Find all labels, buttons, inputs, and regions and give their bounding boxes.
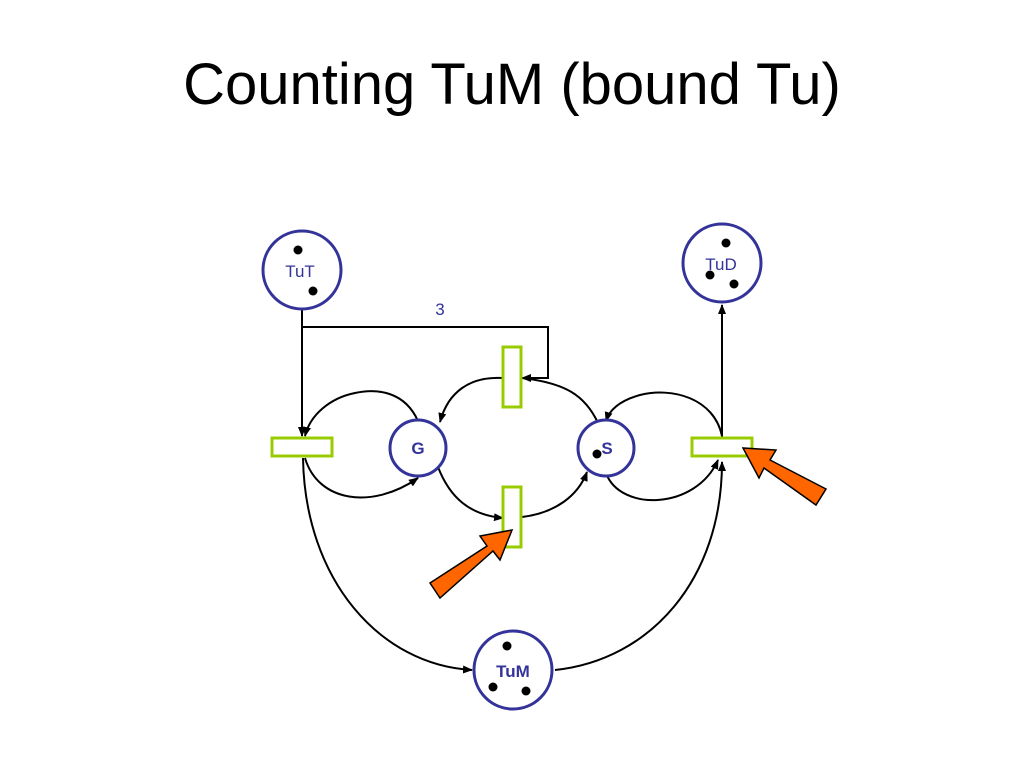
token [729, 279, 739, 289]
arc-tut-to-top-transition [302, 326, 549, 382]
place-s-label: S [601, 439, 612, 458]
token [521, 686, 531, 696]
place-tum-label: TuM [496, 662, 530, 681]
transitions [270, 345, 754, 549]
arc-left-transition-to-tum [302, 457, 473, 674]
place-tut-circle [261, 229, 343, 311]
arc-right-transition-to-s [604, 391, 723, 437]
place-tud-label: TuD [705, 255, 737, 274]
place-tud-circle [681, 222, 763, 304]
arc-tum-to-right-transition [554, 461, 726, 671]
arc-top-transition-to-g [438, 376, 504, 423]
transition-right [690, 436, 754, 458]
arc-weight-label: 3 [435, 300, 444, 319]
arc-g-to-left-transition [303, 390, 419, 437]
place-tum: TuM [472, 629, 554, 711]
place-s-circle [576, 418, 636, 478]
place-tut: TuT [261, 229, 343, 311]
place-g-label: G [411, 439, 424, 458]
place-tud: TuD [681, 222, 763, 304]
arc-s-to-right-transition [605, 459, 719, 501]
place-g: G [388, 418, 448, 478]
arc-left-transition-to-g [304, 457, 419, 499]
slide-title: Counting TuM (bound Tu) [183, 52, 841, 117]
place-g-circle [388, 418, 448, 478]
arc-g-to-bottom-transition [437, 466, 504, 522]
transition-top [501, 345, 523, 409]
place-s: S [576, 418, 636, 478]
token [308, 286, 318, 296]
highlight-arrow-bottom-transition [428, 529, 514, 600]
place-tut-label: TuT [285, 262, 315, 281]
token [502, 641, 512, 651]
highlight-arrow-right-transition [741, 447, 828, 507]
token [592, 449, 602, 459]
arc-bottom-transition-to-s [521, 471, 588, 518]
arc-s-to-top-transition [521, 377, 599, 424]
token [721, 238, 731, 248]
token [488, 682, 498, 692]
token [293, 245, 303, 255]
transition-left [270, 436, 334, 458]
arcs [298, 304, 726, 674]
token [705, 270, 715, 280]
